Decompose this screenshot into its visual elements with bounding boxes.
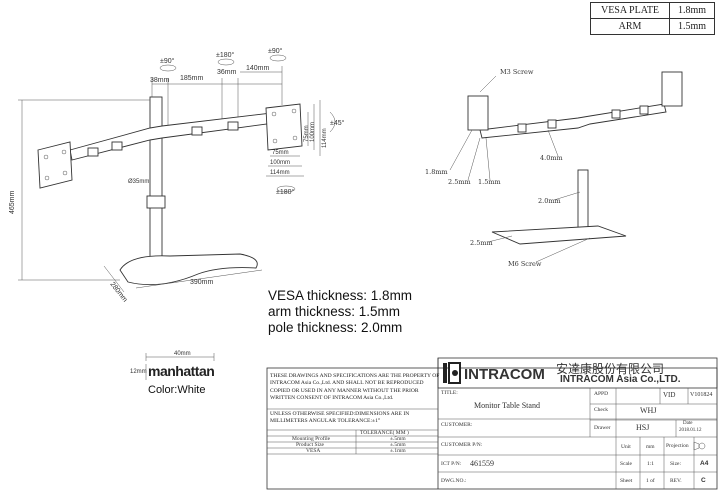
logo-height: 12mm xyxy=(130,369,147,375)
scale-label: Scale xyxy=(620,461,632,467)
copyright-note: THESE DRAWINGS AND SPECIFICATIONS ARE TH… xyxy=(270,373,440,401)
unit-label: Unit xyxy=(621,444,631,450)
projection-label: Projection xyxy=(666,443,689,449)
dim-plate-h-100: 100mm xyxy=(270,160,290,166)
dim-140: 140mm xyxy=(246,65,270,72)
dim-plate-v-114: 114mm xyxy=(322,128,328,148)
brand-logo: manhattan xyxy=(148,363,215,379)
label-1-8: 1.8mm xyxy=(425,168,448,176)
customer-pn-label: CUSTOMER P/N: xyxy=(441,442,483,448)
dim-38: 38mm xyxy=(150,77,170,84)
rev-label: REV. xyxy=(670,478,682,484)
spec-value: 1.5mm xyxy=(668,18,716,35)
label-m3-screw: M3 Screw xyxy=(500,68,534,76)
spec-table: VESA PLATE 1.8mm ARM 1.5mm xyxy=(590,2,716,35)
rot-90-right: ±90° xyxy=(268,47,283,55)
dim-plate-h-75: 75mm xyxy=(272,150,289,156)
base xyxy=(119,253,258,286)
dim-plate-v-75: 75mm xyxy=(304,125,310,142)
label-m6-screw: M6 Screw xyxy=(508,260,542,268)
check-label: Check xyxy=(594,407,609,413)
dim-height: 465mm xyxy=(9,190,16,214)
scale-value: 1:1 xyxy=(647,461,655,467)
unit-value: mm xyxy=(646,444,655,450)
color-label: Color:White xyxy=(148,384,206,396)
drawer-label: Drawer xyxy=(594,425,611,431)
plate-right-left xyxy=(467,95,489,131)
ict-pn-label: ICT P/N: xyxy=(441,461,462,467)
dim-pole: Ø35mm xyxy=(128,179,149,185)
date-label: Date xyxy=(683,421,693,426)
label-2-5-bottom: 2.5mm xyxy=(470,239,493,247)
spec-row: ARM 1.5mm xyxy=(590,18,716,35)
rot-180: ±180° xyxy=(216,51,235,59)
label-2-5-top: 2.5mm xyxy=(448,178,471,186)
size-label: Size: xyxy=(670,461,681,467)
dim-185: 185mm xyxy=(180,75,204,82)
vesa-plate-right xyxy=(265,103,303,151)
logo-width: 40mm xyxy=(174,351,191,357)
vesa-plate-left xyxy=(37,141,73,189)
tolerance-note: UNLESS OTHERWISE SPECIFIED:DIMENSIONS AR… xyxy=(270,411,410,424)
ict-pn-value: 461559 xyxy=(470,459,494,468)
dwg-label: DWG.NO.: xyxy=(441,478,467,484)
spec-row: VESA PLATE 1.8mm xyxy=(590,2,716,19)
dim-plate-h-114: 114mm xyxy=(270,170,290,176)
label-4-0: 4.0mm xyxy=(540,154,563,162)
left-view: 38mm 185mm 36mm 140mm ±90° ±180° ±90° xyxy=(9,47,345,304)
tol-row-name: Mounting Profile xyxy=(292,436,331,442)
date-value: 2018.01.12 xyxy=(679,428,702,433)
thickness-pole: pole thickness: 2.0mm xyxy=(268,320,403,335)
label-2-0: 2.0mm xyxy=(538,197,561,205)
thickness-vesa: VESA thickness: 1.8mm xyxy=(268,288,413,303)
arm-right xyxy=(479,103,667,139)
company-logo: INTRACOM xyxy=(464,366,545,383)
rot-bottom: ±180° xyxy=(276,188,295,196)
size-value: A4 xyxy=(700,460,709,467)
tol-row-name: VESA xyxy=(306,448,321,454)
spec-key: ARM xyxy=(590,18,670,35)
sheet-label: Sheet xyxy=(620,478,633,484)
pole xyxy=(149,96,163,263)
check-value: WHJ xyxy=(640,406,657,415)
base-right xyxy=(491,225,627,245)
drawing-title: Monitor Table Stand xyxy=(474,401,540,410)
tol-row-value: ±.5mm xyxy=(390,442,406,448)
pole-right xyxy=(577,169,589,233)
vid-value: V101824 xyxy=(690,392,713,398)
appd-label: APPD xyxy=(594,391,609,397)
plate-right-right xyxy=(661,71,683,107)
tol-row-name: Product Size xyxy=(296,442,324,448)
vid-label: VID xyxy=(663,391,676,399)
tilt: ±45° xyxy=(330,119,345,127)
company-cn: 安達康股份有限公司 xyxy=(556,362,665,376)
company-en: INTRACOM Asia Co.,LTD. xyxy=(560,374,681,385)
dim-36: 36mm xyxy=(217,69,237,76)
dim-plate-v-100: 100mm xyxy=(310,122,316,142)
tol-row-value: ±.1mm xyxy=(390,448,406,454)
tol-row-value: ±.5mm xyxy=(390,436,406,442)
customer-label: CUSTOMER: xyxy=(441,422,473,428)
title-label: TITLE: xyxy=(441,390,458,396)
arm xyxy=(69,111,283,161)
drawer-value: HSJ xyxy=(636,423,650,432)
label-1-5: 1.5mm xyxy=(478,178,501,186)
title-block xyxy=(266,357,718,490)
right-view: M3 Screw 1.8mm 2.5mm 1.5mm 4.0mm 2.0mm 2… xyxy=(425,68,683,268)
rot-90-left: ±90° xyxy=(160,57,175,65)
thickness-arm: arm thickness: 1.5mm xyxy=(268,304,401,319)
dim-base-width: 390mm xyxy=(190,279,214,286)
rev-value: C xyxy=(701,477,706,484)
tol-header: TOLERANCE( MM ) xyxy=(360,430,409,436)
sheet-value: 1 of xyxy=(646,478,655,484)
